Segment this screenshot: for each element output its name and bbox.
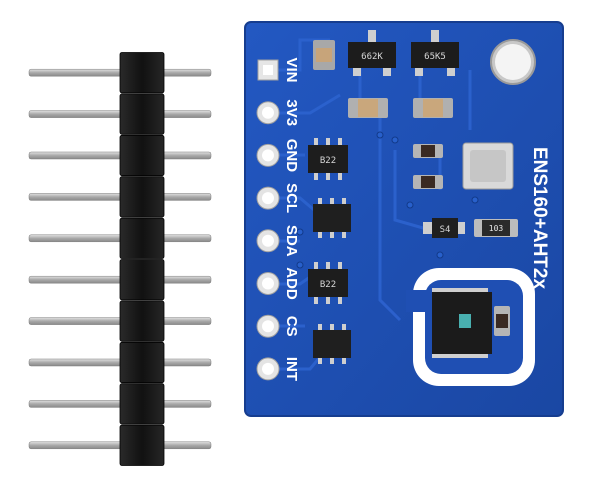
board-title: ENS160+AHT2x <box>529 147 550 289</box>
pin-label-scl: SCL <box>283 183 300 213</box>
pin-pad-hole <box>262 149 274 162</box>
pin-label-int: INT <box>283 357 300 381</box>
pin-pad-hole <box>262 106 274 119</box>
regulator-lower: B22 <box>308 262 348 304</box>
mosfet-upper <box>313 198 351 238</box>
header-plastic-block <box>119 217 165 259</box>
header-plastic-block <box>119 93 165 135</box>
ens160-sensor-area <box>406 268 535 386</box>
regulator-upper: B22 <box>308 138 348 180</box>
header-plastic-block <box>119 259 165 301</box>
pin-label-add: ADD <box>283 267 300 300</box>
transistor-s4: S4 <box>423 218 465 238</box>
top-capacitor <box>313 40 335 70</box>
pin-label-3v3: 3V3 <box>283 99 300 126</box>
mounting-hole <box>490 39 536 85</box>
pin-pad-hole <box>262 234 274 247</box>
header-plastic-block <box>119 176 165 218</box>
transistor-right-marking: 65K5 <box>424 52 446 62</box>
pin-pad-hole <box>262 277 274 290</box>
pin-pads <box>256 59 280 381</box>
header-plastic-block <box>119 341 165 384</box>
pin-pad-hole <box>262 192 274 205</box>
resistor-103-marking: 103 <box>489 224 504 233</box>
aht-sensor <box>462 142 514 190</box>
pin-label-cs: CS <box>283 316 300 337</box>
transistor-left: 662K <box>348 30 396 76</box>
header-plastic-block <box>119 52 165 94</box>
resistor-103: 103 <box>474 219 518 237</box>
header-plastic-block <box>119 300 165 342</box>
header-plastic-block <box>119 134 165 177</box>
pin-pad-hole <box>262 320 274 333</box>
mosfet-lower <box>313 324 351 364</box>
capacitor-pair <box>348 98 453 118</box>
pin-label-sda: SDA <box>283 225 300 257</box>
header-plastic-block <box>119 383 165 425</box>
transistor-s4-marking: S4 <box>440 225 451 235</box>
pin-pad-hole <box>262 362 274 375</box>
transistor-right: 65K5 <box>411 30 459 76</box>
header-plastic-block <box>119 424 165 466</box>
small-resistors <box>413 144 443 189</box>
pin-header <box>28 52 212 466</box>
transistor-left-marking: 662K <box>361 52 383 62</box>
regulator-lower-marking: B22 <box>320 280 336 290</box>
pin-label-gnd: GND <box>283 139 300 173</box>
pin-label-vin: VIN <box>283 57 300 82</box>
vias <box>296 131 509 269</box>
regulator-upper-marking: B22 <box>320 156 336 166</box>
